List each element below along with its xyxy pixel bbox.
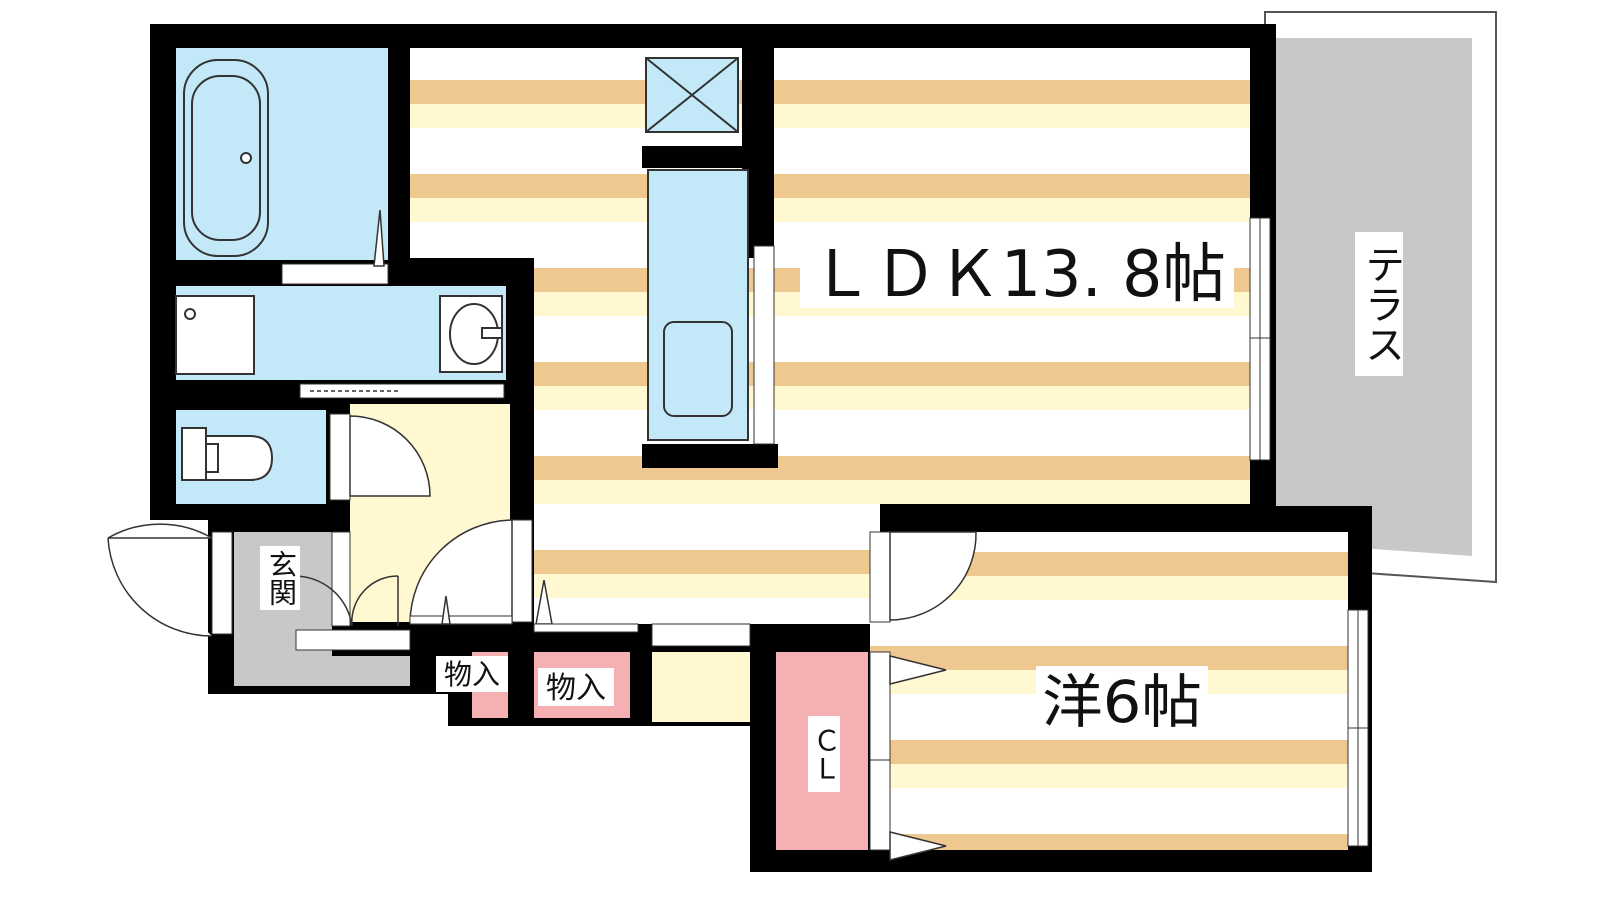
entrance [107,523,411,686]
storage-1-label-bg [436,656,508,692]
western-room-door [869,531,977,623]
storage-1-label: 物入 [444,658,500,691]
bathroom [176,48,389,285]
storage-2-label: 物入 [546,671,606,706]
terrace-label-bg [1355,232,1403,376]
hallway-doors [293,413,751,647]
entrance-label: 玄関 [265,550,298,606]
toilet-room [176,410,326,504]
western-label-bg [1036,666,1208,736]
ldk-label-bg [800,238,1234,308]
terrace-label: テラス [1358,244,1404,364]
storage-2-label-bg [538,668,614,706]
ldk-label: ＬＤＫ13. 8帖 [810,238,1226,312]
windows [1249,217,1369,847]
kitchen [642,57,778,468]
washroom [175,286,506,399]
closet-label-bg [808,716,840,792]
western-room-label: 洋6帖 [1042,668,1202,736]
closet-label: ＣＬ [809,726,842,782]
entrance-label-bg [260,546,300,610]
storage-corridor [652,652,750,722]
